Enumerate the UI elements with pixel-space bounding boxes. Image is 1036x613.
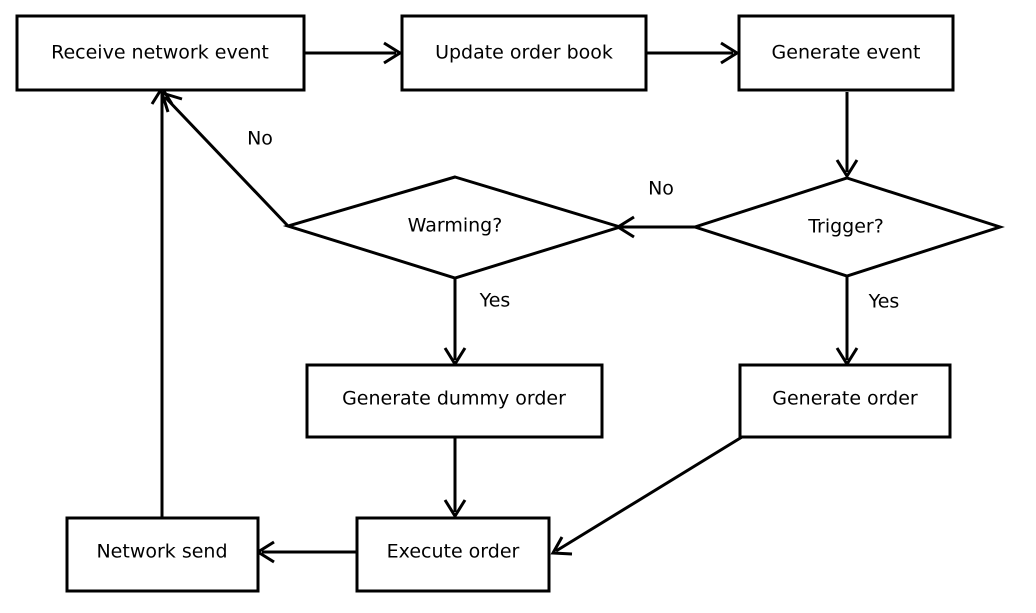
node-generate-event: Generate event [737, 14, 955, 92]
edge-network-send-to-receive [150, 85, 174, 517]
node-warming-decision: Warming? [282, 175, 626, 280]
node-update-order-book: Update order book [400, 14, 648, 92]
edge-generate-event-to-trigger [835, 92, 859, 179]
node-network-send-label: Network send [96, 541, 227, 563]
node-execute-order-label: Execute order [387, 541, 520, 563]
node-receive-network-event: Receive network event [15, 14, 306, 92]
node-generate-event-label: Generate event [772, 42, 921, 64]
node-warming-decision-label: Warming? [408, 215, 503, 237]
node-execute-order: Execute order [355, 516, 551, 593]
edge-label-trigger-no: No [648, 178, 674, 200]
edge-warming-no-to-receive [159, 90, 290, 228]
node-update-order-book-label: Update order book [435, 42, 613, 64]
edge-label-trigger-yes: Yes [868, 291, 900, 313]
edge-trigger-yes-to-generate-order [835, 276, 859, 367]
edge-receive-to-update [303, 41, 403, 65]
node-generate-dummy-order: Generate dummy order [305, 363, 604, 439]
edge-execute-to-network-send [255, 540, 357, 564]
node-network-send: Network send [65, 516, 260, 593]
node-generate-order: Generate order [738, 363, 952, 439]
edge-trigger-no-to-warming [615, 215, 695, 239]
node-trigger-decision: Trigger? [690, 176, 1005, 278]
edge-label-warming-no: No [247, 128, 273, 150]
edge-dummy-order-to-execute [443, 437, 467, 519]
node-generate-order-label: Generate order [772, 388, 918, 410]
node-trigger-decision-label: Trigger? [807, 216, 884, 238]
node-generate-dummy-order-label: Generate dummy order [342, 388, 566, 410]
edge-generate-order-to-execute [550, 435, 743, 556]
edge-warming-yes-to-dummy-order [443, 278, 467, 367]
node-receive-network-event-label: Receive network event [51, 42, 269, 64]
edge-update-to-generate-event [646, 41, 740, 65]
edge-label-warming-yes: Yes [479, 290, 511, 312]
